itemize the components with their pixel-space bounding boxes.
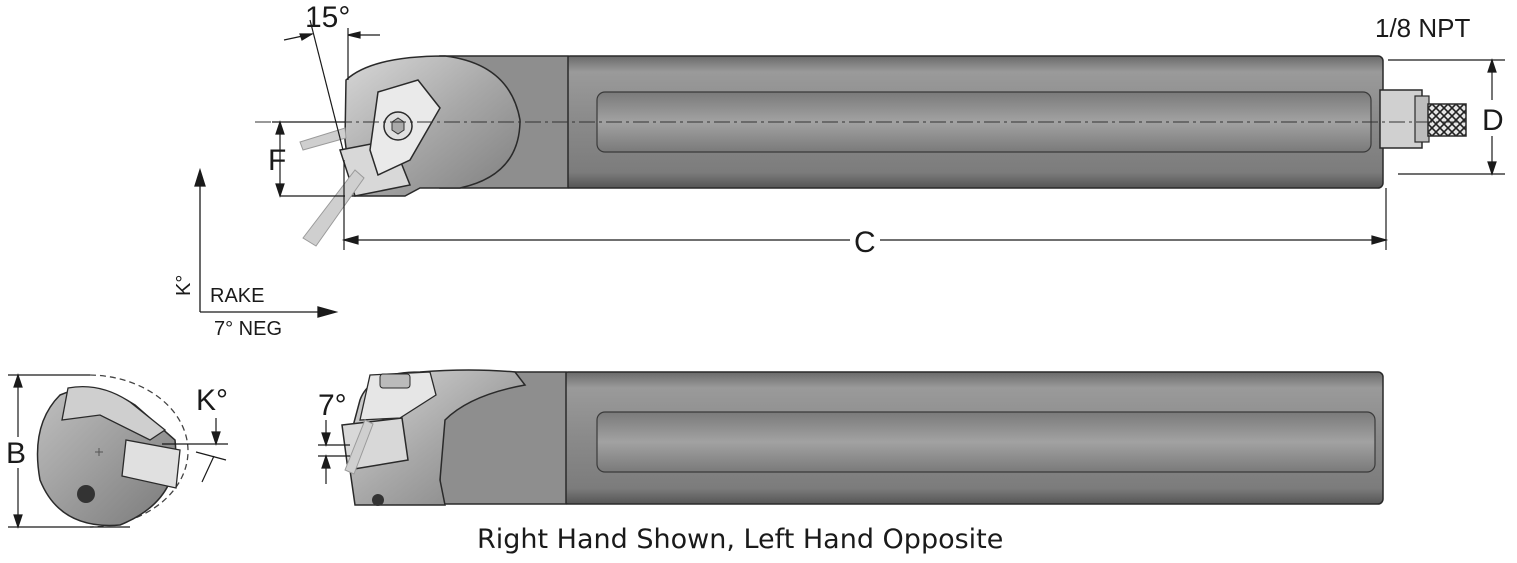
angle-7-label: 7°	[318, 389, 347, 422]
k-deg-end-label: K°	[196, 384, 228, 417]
dim-f-label: F	[268, 144, 286, 177]
hex-socket-icon	[391, 117, 405, 135]
dimensions-top	[272, 19, 1505, 250]
end-head	[61, 385, 167, 441]
rake-neg-label: 7° NEG	[214, 318, 282, 340]
dimensions-end	[8, 373, 228, 529]
npt-label: 1/8 NPT	[1375, 13, 1470, 43]
side-shank-flat	[596, 411, 1376, 473]
dim-c-label: C	[854, 226, 876, 259]
braided-hose	[1427, 103, 1467, 137]
fitting-nut	[1414, 95, 1430, 143]
end-insert	[121, 439, 181, 489]
dim-d-label: D	[1482, 104, 1504, 137]
side-view	[341, 369, 1384, 506]
top-view	[255, 55, 1470, 247]
caption: Right Hand Shown, Left Hand Opposite	[477, 524, 1003, 555]
coolant-port-icon	[77, 485, 95, 503]
coolant-stream-upper	[299, 127, 347, 151]
coolant-stream-lower	[302, 169, 365, 247]
rake-label: RAKE	[210, 285, 264, 307]
k-deg-axis-label: K°	[173, 275, 195, 296]
side-screw-icon	[379, 373, 411, 389]
dimensions-side	[318, 420, 350, 484]
angle-15-label: 15°	[305, 1, 350, 34]
rake-axes	[194, 167, 339, 318]
dim-b-label: B	[6, 437, 26, 470]
side-coolant-stream	[344, 419, 374, 475]
side-port-icon	[372, 494, 384, 506]
end-view	[36, 374, 189, 528]
side-clamp	[359, 371, 437, 421]
